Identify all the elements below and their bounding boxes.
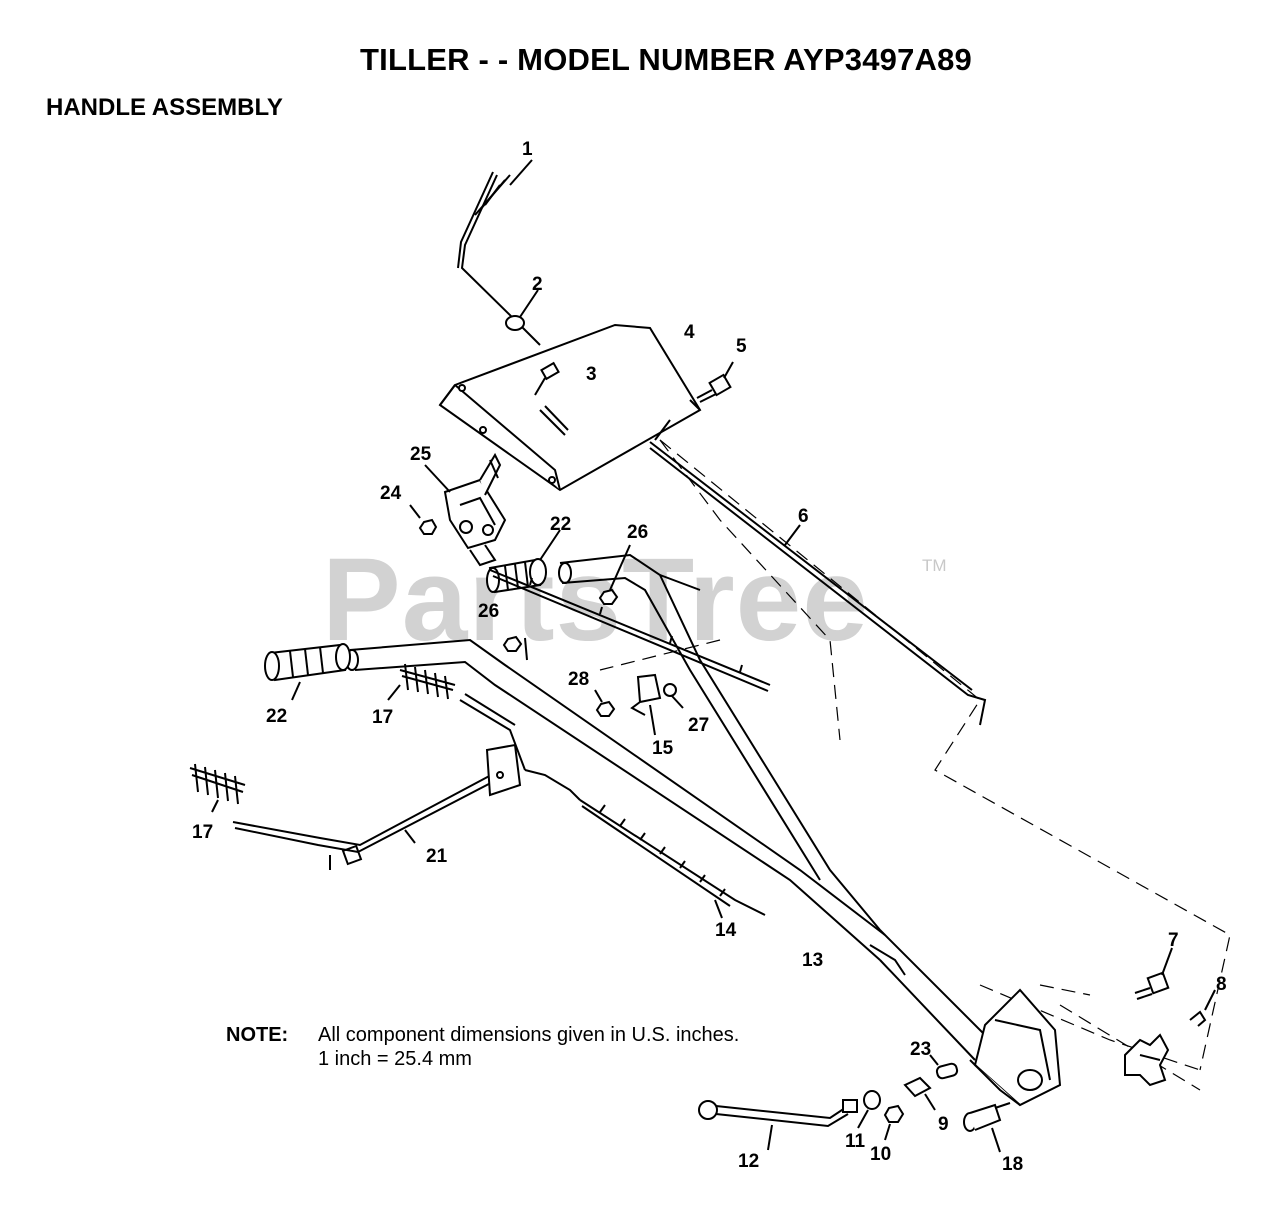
nut-part-26-upper (598, 544, 631, 605)
spring-part-17-lower (189, 763, 246, 813)
callout-label: 26 (478, 601, 499, 622)
control-shaft-part (457, 159, 541, 346)
callout-label: 11 (845, 1131, 866, 1152)
callout-label: 6 (798, 506, 809, 527)
nut-part-28 (594, 689, 616, 717)
callout-label: 2 (532, 274, 543, 295)
callout-label: 7 (1168, 930, 1179, 951)
console-panel-part (438, 323, 702, 492)
callout-labels: 1 2 3 4 5 6 7 8 9 10 11 12 13 14 15 17 1… (192, 139, 1227, 1175)
callout-label: 27 (688, 715, 709, 736)
callout-label: 3 (586, 364, 597, 385)
shift-rod-part-21 (232, 693, 526, 870)
shift-lever-part-12 (698, 1099, 858, 1151)
handle-frame-part-13 (345, 553, 1011, 1081)
bolt-part-7 (1134, 947, 1173, 1000)
shift-gear (1124, 1033, 1170, 1087)
callout-label: 15 (652, 738, 674, 759)
callout-label: 17 (372, 707, 393, 728)
callout-label: 14 (715, 920, 737, 941)
bushing-part-9 (903, 1076, 936, 1111)
control-rod-part-6 (649, 441, 987, 726)
washer-part-27 (663, 683, 684, 709)
spring-part-17-upper (387, 663, 456, 701)
page-title: TILLER - - MODEL NUMBER AYP3497A89 (360, 42, 972, 77)
callout-label: 28 (568, 669, 589, 690)
handle-base-bracket (969, 988, 1062, 1107)
shaft-fitting-part (505, 289, 539, 331)
nut-part-10 (883, 1104, 905, 1141)
throttle-cable-part-14 (524, 769, 766, 919)
callout-label: 24 (380, 483, 402, 504)
watermark-trademark: TM (922, 556, 947, 575)
clip-part-8 (1189, 989, 1216, 1027)
bolt-part-5 (696, 361, 734, 403)
note-line-2: 1 inch = 25.4 mm (318, 1048, 472, 1070)
callout-label: 23 (910, 1039, 931, 1060)
section-title: HANDLE ASSEMBLY (46, 94, 283, 121)
callout-label: 5 (736, 336, 747, 357)
callout-label: 21 (426, 846, 448, 867)
callout-label: 22 (266, 706, 287, 727)
nut-part-24 (409, 504, 438, 535)
washer-part-11 (857, 1090, 881, 1129)
callout-label: 18 (1002, 1154, 1023, 1175)
callout-label: 22 (550, 514, 571, 535)
callout-label: 12 (738, 1151, 759, 1172)
lower-grip-part-22 (264, 643, 351, 701)
pin-part-23 (929, 1054, 959, 1080)
callout-label: 26 (627, 522, 648, 543)
upper-grip-part-22 (486, 529, 561, 594)
clutch-bracket-part-25 (424, 452, 507, 567)
bracket-part-15 (630, 673, 662, 736)
callout-label: 13 (802, 950, 823, 971)
callout-label: 10 (870, 1144, 891, 1165)
note-label: NOTE: (226, 1024, 289, 1046)
callout-label: 9 (938, 1114, 949, 1135)
note-line-1: All component dimensions given in U.S. i… (318, 1024, 740, 1046)
callout-label: 25 (410, 444, 432, 465)
callout-label: 17 (192, 822, 213, 843)
nut-part-26-lower (502, 635, 528, 661)
callout-label: 8 (1216, 974, 1227, 995)
bolt-part-3 (534, 361, 569, 436)
clutch-cable (489, 569, 771, 692)
callout-label: 1 (522, 139, 533, 160)
callout-label: 4 (684, 322, 695, 343)
shift-bracket (485, 743, 522, 797)
bolt-part-18 (963, 1102, 1011, 1153)
